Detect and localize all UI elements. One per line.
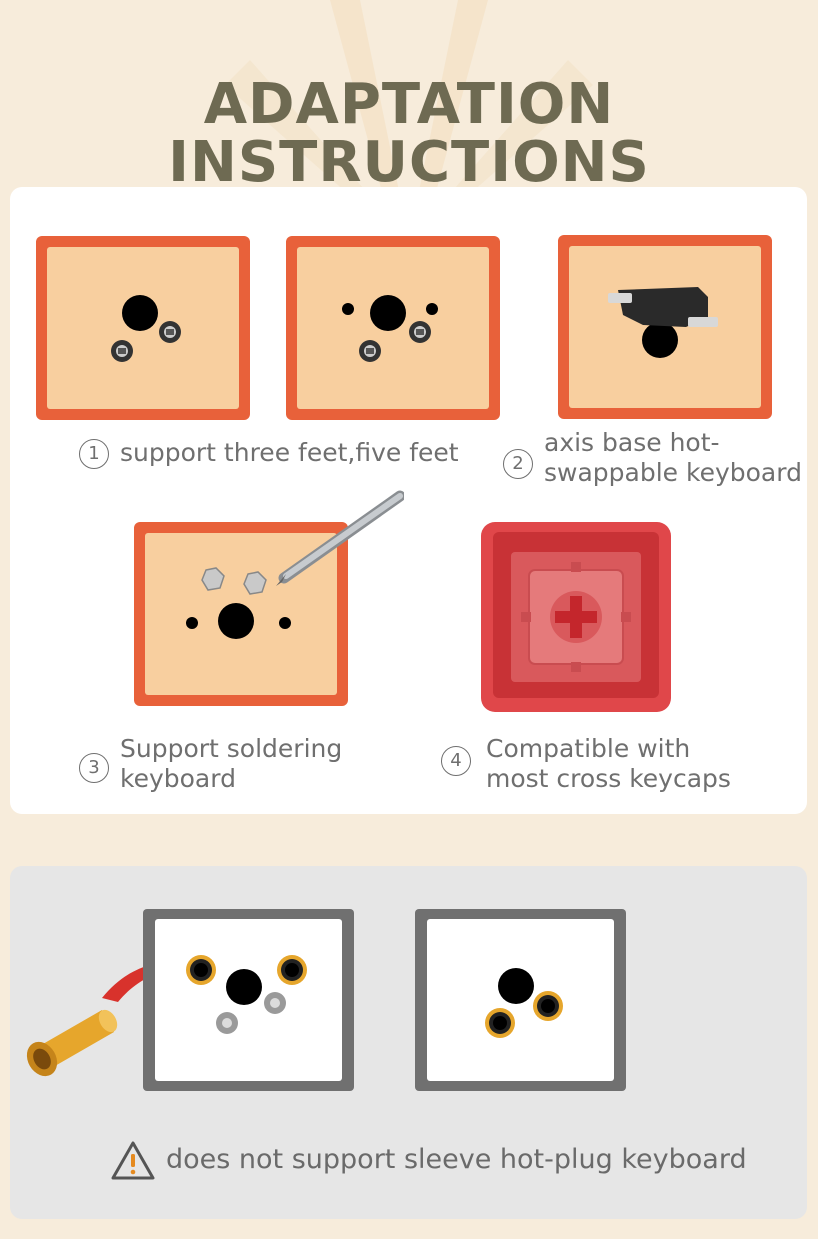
step-3-number: 3 xyxy=(79,753,109,783)
warning-triangle-icon xyxy=(111,1141,155,1180)
step-4-number: 4 xyxy=(441,746,471,776)
step-3-caption: Support soldering keyboard xyxy=(120,734,343,793)
keycap-soldering-image xyxy=(134,490,404,706)
solder-pin-icon xyxy=(201,567,267,595)
keycap-sleeve-only-image xyxy=(415,909,626,1091)
step-2-number: 2 xyxy=(503,449,533,479)
keycap-hot-swap-socket-image xyxy=(558,235,772,419)
gold-sleeve-icon xyxy=(26,1009,118,1077)
page-title: ADAPTATION INSTRUCTIONS xyxy=(0,71,818,195)
step-2-caption: axis base hot- swappable keyboard xyxy=(544,428,802,487)
keycap-three-feet-image xyxy=(36,236,250,420)
title-line-1: ADAPTATION xyxy=(203,71,615,137)
step-4-caption: Compatible with most cross keycaps xyxy=(486,734,731,793)
step-1-number: 1 xyxy=(79,439,109,469)
step-1-caption: support three feet,five feet xyxy=(120,438,459,467)
warning-text: does not support sleeve hot-plug keyboar… xyxy=(166,1144,747,1175)
pin-socket-icon xyxy=(159,321,181,343)
title-line-2: INSTRUCTIONS xyxy=(168,129,650,195)
soldering-pen-icon xyxy=(276,490,404,586)
red-keycap-cross-image xyxy=(481,522,671,712)
keycap-five-feet-image xyxy=(286,236,500,420)
keycap-sleeve-socket-image xyxy=(143,909,354,1091)
